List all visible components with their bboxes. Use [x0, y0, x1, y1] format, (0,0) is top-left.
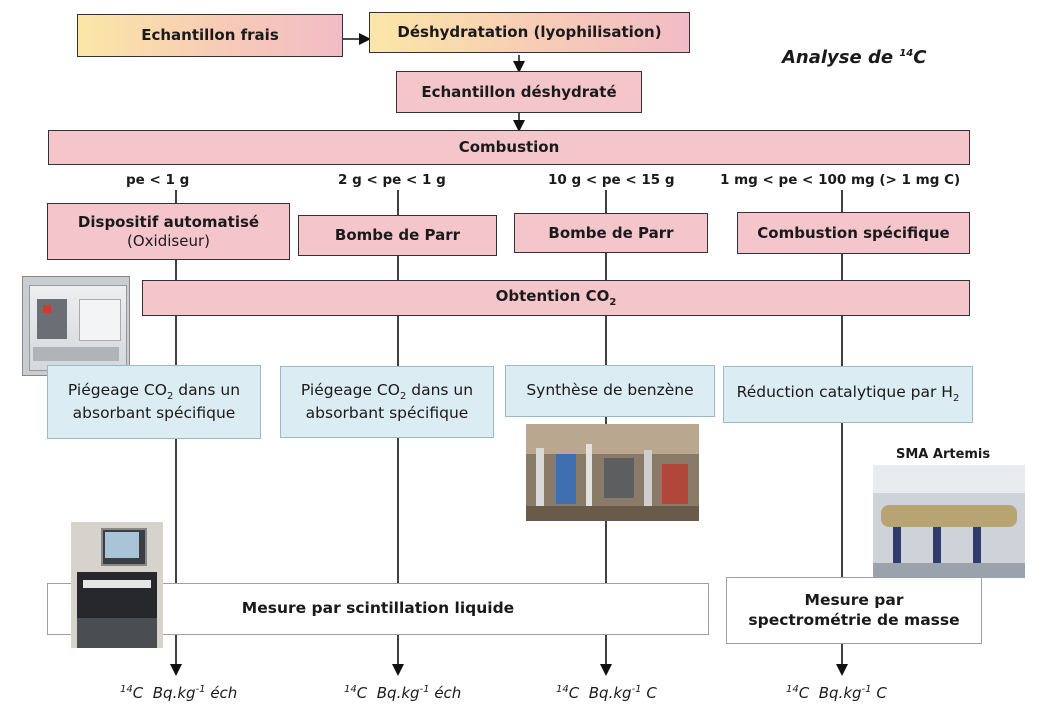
result-3-tail: C — [646, 684, 657, 702]
dehydration-label: Déshydratation (lyophilisation) — [397, 23, 662, 42]
reduction-box: Réduction catalytique par H2 — [723, 366, 973, 423]
result-3-unit: Bq.kg — [588, 684, 632, 702]
dehydration-box: Déshydratation (lyophilisation) — [369, 12, 690, 53]
result-2: 14C Bq.kg-1 éch — [344, 684, 461, 702]
parr-bomb-label-1: Bombe de Parr — [334, 226, 461, 245]
trapping-sub-1: 2 — [166, 391, 174, 403]
co2-obtention-box: Obtention CO2 — [142, 280, 970, 316]
oxidiser-photo — [22, 276, 130, 376]
trapping-post-1: dans un — [173, 381, 241, 400]
trapping-line2-1: absorbant spécifique — [72, 403, 236, 422]
trapping-line2-2: absorbant spécifique — [305, 403, 469, 422]
parr-bomb-label-2: Bombe de Parr — [548, 223, 674, 242]
benzene-synthesis-photo — [526, 424, 699, 521]
result-1-isotope: C — [132, 684, 144, 702]
mass-spectrometry-line1: Mesure par — [804, 591, 904, 610]
result-2-isotope-sup: 14 — [344, 684, 357, 695]
reduction-sub: 2 — [952, 393, 960, 405]
title-suffix: C — [913, 47, 927, 68]
arrowhead-1 — [170, 664, 182, 676]
result-2-tail: éch — [434, 684, 462, 702]
title-prefix: Analyse de — [782, 47, 900, 68]
result-1-isotope-sup: 14 — [120, 684, 133, 695]
oxidiser-label: (Oxidiseur) — [127, 231, 210, 250]
result-4-isotope: C — [798, 684, 810, 702]
mass-spectrometry-box: Mesure par spectrométrie de masse — [726, 577, 982, 644]
dehydrated-sample-box: Echantillon déshydraté — [396, 71, 642, 113]
fresh-sample-box: Echantillon frais — [77, 14, 343, 57]
result-1-tail: éch — [210, 684, 238, 702]
trapping-line1-1: Piégeage CO2 dans un — [68, 381, 240, 404]
result-3-isotope-sup: 14 — [556, 684, 569, 695]
automated-device-box: Dispositif automatisé (Oxidiseur) — [47, 203, 290, 260]
automated-device-label: Dispositif automatisé — [77, 212, 260, 231]
trapping-post-2: dans un — [406, 381, 474, 400]
arrowhead-3 — [600, 664, 612, 676]
result-2-unit: Bq.kg — [376, 684, 420, 702]
reduction-label: Réduction catalytique par H2 — [737, 383, 960, 406]
reduction-pre: Réduction catalytique par H — [736, 383, 953, 402]
scintillation-measure-label: Mesure par scintillation liquide — [241, 599, 515, 618]
result-3: 14C Bq.kg-1 C — [556, 684, 657, 702]
mass-spectrometry-line2: spectrométrie de masse — [748, 610, 960, 629]
diagram-title: Analyse de 14C — [782, 47, 926, 68]
arrowhead-4 — [836, 664, 848, 676]
result-4-tail: C — [876, 684, 887, 702]
parr-bomb-box-1: Bombe de Parr — [298, 215, 497, 256]
trapping-pre-1: Piégeage CO — [67, 381, 167, 400]
result-4: 14C Bq.kg-1 C — [786, 684, 887, 702]
co2-obtention-label: Obtention CO2 — [496, 287, 617, 310]
trapping-box-1: Piégeage CO2 dans un absorbant spécifiqu… — [47, 365, 261, 439]
result-3-isotope: C — [568, 684, 580, 702]
benzene-box: Synthèse de benzène — [505, 365, 715, 417]
combustion-box: Combustion — [48, 130, 970, 165]
trapping-line1-2: Piégeage CO2 dans un — [301, 381, 473, 404]
sma-artemis-photo — [873, 465, 1025, 578]
sma-artemis-label: SMA Artemis — [896, 447, 991, 462]
trapping-pre-2: Piégeage CO — [300, 381, 400, 400]
arrowhead-2 — [392, 664, 404, 676]
mass-range-4: 1 mg < pe < 100 mg (> 1 mg C) — [720, 172, 961, 188]
result-1: 14C Bq.kg-1 éch — [120, 684, 237, 702]
specific-combustion-box: Combustion spécifique — [737, 212, 970, 254]
result-1-unit: Bq.kg — [152, 684, 196, 702]
co2-subscript: 2 — [609, 296, 617, 308]
result-4-unit: Bq.kg — [818, 684, 862, 702]
fresh-sample-label: Echantillon frais — [141, 26, 279, 45]
result-3-exp: -1 — [631, 684, 642, 695]
mass-range-1: pe < 1 g — [126, 172, 190, 188]
specific-combustion-label: Combustion spécifique — [757, 223, 950, 242]
result-4-isotope-sup: 14 — [786, 684, 799, 695]
trapping-sub-2: 2 — [399, 391, 407, 403]
benzene-label: Synthèse de benzène — [526, 381, 694, 400]
combustion-label: Combustion — [458, 138, 560, 157]
co2-prefix: Obtention CO — [495, 286, 610, 305]
result-1-exp: -1 — [195, 684, 206, 695]
title-superscript: 14 — [899, 48, 914, 59]
result-2-exp: -1 — [419, 684, 430, 695]
mass-range-3: 10 g < pe < 15 g — [548, 172, 675, 188]
parr-bomb-box-2: Bombe de Parr — [514, 213, 708, 253]
trapping-box-2: Piégeage CO2 dans un absorbant spécifiqu… — [280, 366, 494, 438]
scintillation-counter-photo — [71, 522, 163, 648]
dehydrated-sample-label: Echantillon déshydraté — [421, 82, 617, 101]
result-4-exp: -1 — [861, 684, 872, 695]
result-2-isotope: C — [356, 684, 368, 702]
mass-range-2: 2 g < pe < 1 g — [338, 172, 446, 188]
